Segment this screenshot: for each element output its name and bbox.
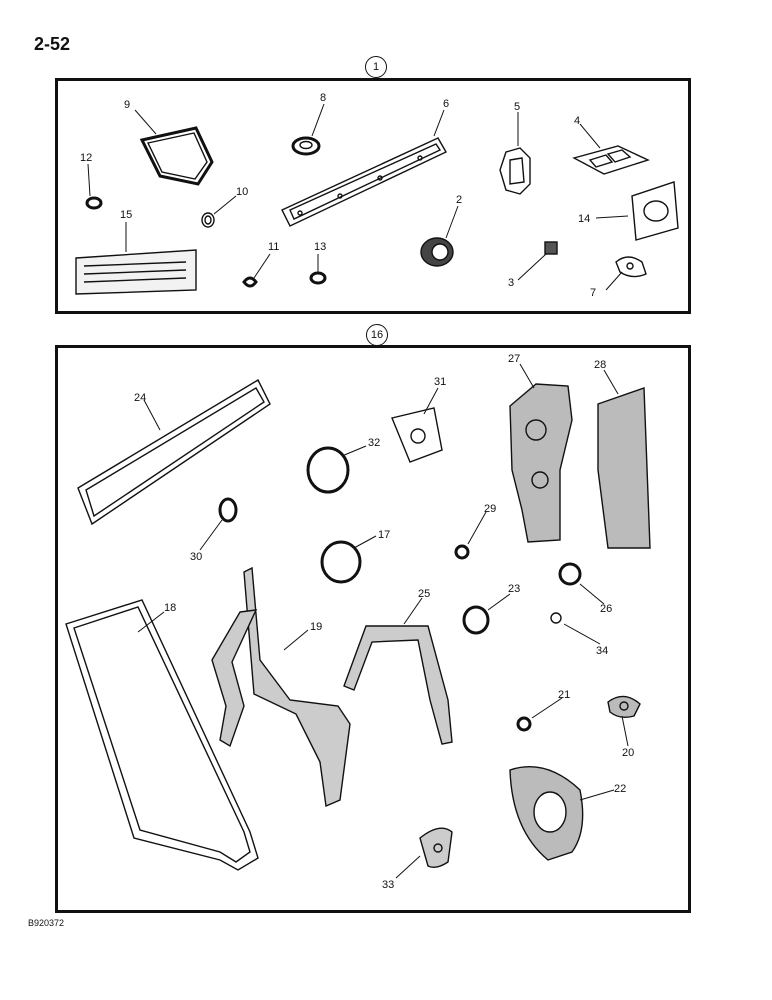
part-18-gear-cover-gasket — [65, 599, 259, 871]
part-20-gasket — [607, 695, 641, 719]
part-label-27: 27 — [508, 353, 520, 365]
part-13-seal — [309, 271, 327, 285]
part-label-22: 22 — [614, 783, 626, 795]
part-23-o-ring — [462, 605, 490, 635]
part-31-gasket — [391, 407, 443, 463]
part-label-14: 14 — [578, 213, 590, 225]
part-27-gasket — [509, 383, 573, 543]
kit-callout-upper: 1 — [365, 56, 387, 78]
part-label-2: 2 — [456, 194, 462, 206]
part-label-30: 30 — [190, 551, 202, 563]
part-label-4: 4 — [574, 115, 580, 127]
part-7-gasket — [615, 256, 647, 278]
part-29-seal — [454, 544, 470, 560]
part-label-29: 29 — [484, 503, 496, 515]
part-33-gasket — [419, 827, 453, 869]
part-24-valve-cover-gasket — [77, 379, 271, 526]
part-28-gasket — [597, 387, 651, 549]
part-label-10: 10 — [236, 186, 248, 198]
part-10-o-ring — [201, 212, 215, 228]
part-5-gasket — [499, 147, 531, 195]
part-label-7: 7 — [590, 287, 596, 299]
part-11-seal — [242, 276, 258, 288]
part-19-gasket — [211, 566, 351, 808]
part-22-gasket — [509, 766, 584, 861]
part-label-18: 18 — [164, 602, 176, 614]
part-8-seal — [291, 136, 321, 156]
part-label-15: 15 — [120, 209, 132, 221]
part-label-26: 26 — [600, 603, 612, 615]
part-label-12: 12 — [80, 152, 92, 164]
part-label-33: 33 — [382, 879, 394, 891]
part-label-28: 28 — [594, 359, 606, 371]
part-label-31: 31 — [434, 376, 446, 388]
part-26-o-ring — [558, 562, 582, 586]
part-21-o-ring — [516, 716, 532, 732]
part-label-19: 19 — [310, 621, 322, 633]
part-label-8: 8 — [320, 92, 326, 104]
part-label-6: 6 — [443, 98, 449, 110]
part-label-20: 20 — [622, 747, 634, 759]
part-34-seal — [550, 612, 562, 624]
part-label-11: 11 — [268, 241, 279, 253]
part-15-instruction-sheet — [75, 249, 197, 295]
part-17-o-ring — [320, 540, 362, 584]
part-label-23: 23 — [508, 583, 520, 595]
lower-gasket-kit-panel — [55, 345, 691, 913]
part-label-32: 32 — [368, 437, 380, 449]
part-4-gasket — [572, 145, 650, 175]
part-14-gasket — [631, 181, 679, 241]
part-32-o-ring — [306, 446, 350, 494]
part-label-5: 5 — [514, 101, 520, 113]
part-3-grommet — [544, 241, 558, 255]
part-6-rocker-cover-gasket — [281, 137, 447, 227]
part-label-24: 24 — [134, 392, 146, 404]
part-label-17: 17 — [378, 529, 390, 541]
part-30-o-ring — [218, 497, 238, 523]
page-number: 2-52 — [34, 34, 71, 54]
part-label-9: 9 — [124, 99, 130, 111]
part-12-seal — [85, 196, 103, 210]
part-9-seal — [139, 126, 214, 186]
part-25-gasket — [343, 625, 453, 745]
part-label-34: 34 — [596, 645, 608, 657]
part-label-25: 25 — [418, 588, 430, 600]
part-label-13: 13 — [314, 241, 326, 253]
part-label-21: 21 — [558, 689, 570, 701]
upper-gasket-kit-panel — [55, 78, 691, 314]
part-2-oil-seal — [420, 237, 454, 267]
document-code: B920372 — [28, 918, 65, 928]
leader-lines — [87, 103, 629, 879]
part-label-3: 3 — [508, 277, 514, 289]
